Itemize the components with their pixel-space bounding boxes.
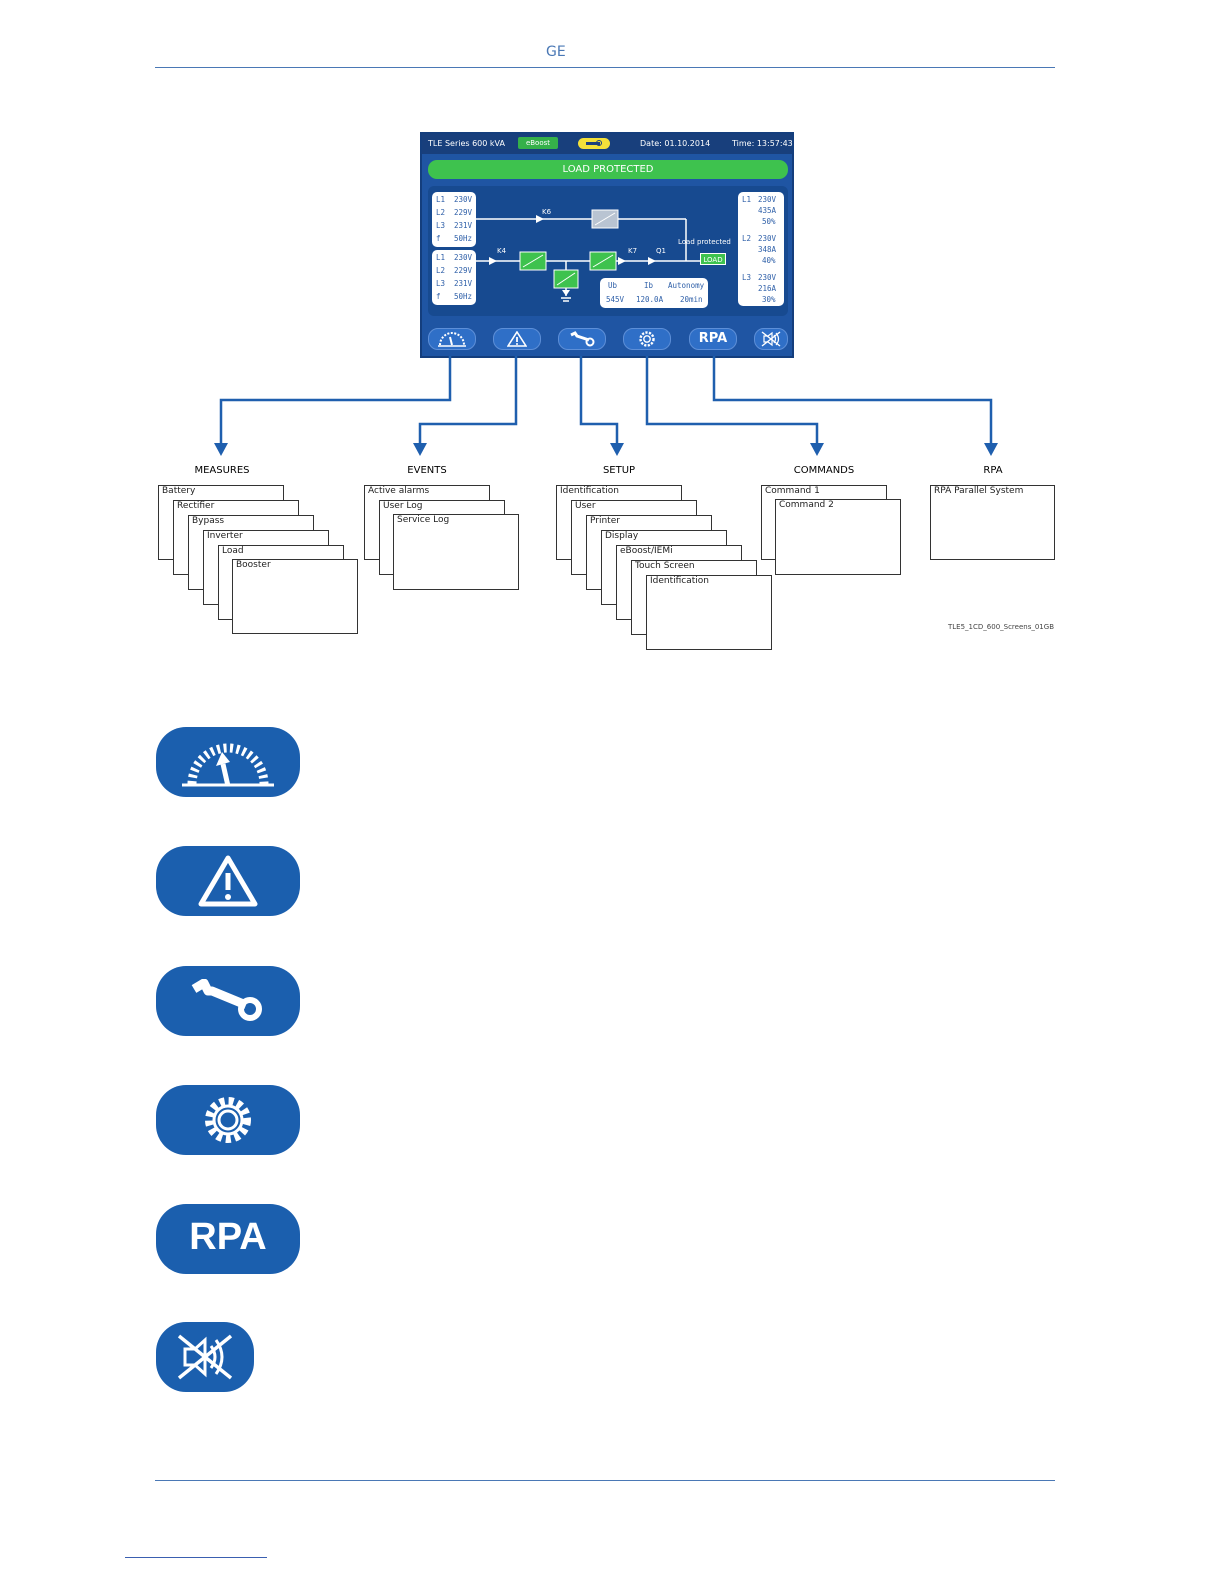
eboost-badge[interactable]: eBoost bbox=[518, 137, 558, 149]
time-label: Time: 13:57:43 bbox=[732, 139, 793, 148]
legend-rpa-button: RPA bbox=[156, 1204, 300, 1274]
load-protected-label: Load protected bbox=[678, 238, 731, 246]
wrench-icon bbox=[570, 331, 595, 347]
bypass-l2-value: 229V bbox=[454, 208, 473, 217]
events-title: EVENTS bbox=[407, 465, 447, 476]
battery-autonomy-value: 20min bbox=[680, 295, 703, 304]
battery-info-box: Ub Ib Autonomy 545V 120.0A 20min bbox=[600, 278, 708, 308]
warning-icon bbox=[198, 855, 258, 907]
bypass-l2-phase: L2 bbox=[436, 208, 446, 217]
menu-card-service-log[interactable]: Service Log bbox=[393, 514, 519, 590]
menu-card-rpa-parallel[interactable]: RPA Parallel System bbox=[930, 485, 1055, 560]
mains-l3-phase: L3 bbox=[436, 279, 446, 288]
key-icon[interactable] bbox=[578, 138, 610, 149]
legend-commands-button bbox=[156, 1085, 300, 1155]
legend-mute-button bbox=[156, 1322, 254, 1392]
mains-freq-label: f bbox=[436, 292, 441, 301]
mains-freq-value: 50Hz bbox=[454, 292, 473, 301]
rpa-button-label: RPA bbox=[698, 331, 728, 346]
menu-card-identification-2[interactable]: Identification bbox=[646, 575, 772, 650]
out-l3-phase: L3 bbox=[742, 273, 752, 282]
battery-ub-header: Ub bbox=[608, 281, 618, 290]
measures-title: MEASURES bbox=[194, 465, 250, 476]
mimic-diagram: L1 230V L2 229V L3 231V f 50Hz L1 230V L… bbox=[428, 186, 788, 316]
bypass-freq-value: 50Hz bbox=[454, 234, 473, 243]
menu-card-booster[interactable]: Booster bbox=[232, 559, 358, 634]
out-l2-load: 40% bbox=[762, 256, 776, 265]
control-panel-screen: TLE Series 600 kVA eBoost Date: 01.10.20… bbox=[420, 132, 794, 358]
footer-link-underline bbox=[125, 1557, 267, 1558]
mimic-lines bbox=[476, 209, 700, 302]
bypass-input-box: L1 230V L2 229V L3 231V f 50Hz bbox=[432, 192, 476, 247]
out-l3-current: 216A bbox=[758, 284, 777, 293]
menu-card-command-2[interactable]: Command 2 bbox=[775, 499, 901, 575]
mute-icon bbox=[177, 1334, 233, 1380]
out-l1-load: 50% bbox=[762, 217, 776, 226]
mains-l3-value: 231V bbox=[454, 279, 473, 288]
k4-label: K4 bbox=[497, 247, 507, 255]
battery-ib-value: 120.0A bbox=[636, 295, 664, 304]
mains-l2-phase: L2 bbox=[436, 266, 446, 275]
bypass-l3-value: 231V bbox=[454, 221, 473, 230]
mains-l2-value: 229V bbox=[454, 266, 473, 275]
out-l2-voltage: 230V bbox=[758, 234, 777, 243]
output-box: L1 230V 435A 50% L2 230V 348A 40% L3 230… bbox=[738, 192, 784, 306]
commands-button[interactable] bbox=[623, 328, 671, 350]
rpa-button[interactable]: RPA bbox=[689, 328, 737, 350]
model-label: TLE Series 600 kVA bbox=[428, 139, 505, 148]
legend-events-button bbox=[156, 846, 300, 916]
out-l1-voltage: 230V bbox=[758, 195, 777, 204]
out-l1-current: 435A bbox=[758, 206, 777, 215]
rpa-title: RPA bbox=[983, 465, 1003, 476]
mute-icon bbox=[761, 331, 781, 347]
battery-autonomy-header: Autonomy bbox=[668, 281, 705, 290]
mains-input-box: L1 230V L2 229V L3 231V f 50Hz bbox=[432, 250, 476, 305]
load-protected-banner: LOAD PROTECTED bbox=[428, 160, 788, 179]
out-l2-current: 348A bbox=[758, 245, 777, 254]
gear-icon bbox=[639, 331, 655, 347]
k7-label: K7 bbox=[628, 247, 638, 255]
k6-label: K6 bbox=[542, 208, 552, 216]
events-button[interactable] bbox=[493, 328, 541, 350]
header-brand: GE bbox=[546, 44, 566, 60]
q1-label: Q1 bbox=[656, 247, 666, 255]
setup-title: SETUP bbox=[602, 465, 636, 476]
bypass-freq-label: f bbox=[436, 234, 441, 243]
legend-rpa-label: RPA bbox=[189, 1216, 267, 1258]
out-l2-phase: L2 bbox=[742, 234, 752, 243]
battery-ib-header: Ib bbox=[644, 281, 654, 290]
warning-icon bbox=[507, 331, 527, 347]
battery-ub-value: 545V bbox=[606, 295, 625, 304]
figure-id: TLE5_1CD_600_Screens_01GB bbox=[948, 623, 1054, 631]
out-l3-voltage: 230V bbox=[758, 273, 777, 282]
load-button[interactable]: LOAD bbox=[700, 253, 726, 265]
mains-l1-phase: L1 bbox=[436, 253, 446, 262]
out-l1-phase: L1 bbox=[742, 195, 752, 204]
bypass-l3-phase: L3 bbox=[436, 221, 446, 230]
bypass-l1-phase: L1 bbox=[436, 195, 446, 204]
header-rule bbox=[155, 67, 1055, 68]
wrench-icon bbox=[191, 979, 262, 1021]
menu-tree-connectors bbox=[214, 356, 998, 456]
setup-button[interactable] bbox=[558, 328, 606, 350]
out-l3-load: 30% bbox=[762, 295, 776, 304]
commands-title: COMMANDS bbox=[793, 465, 855, 476]
mains-l1-value: 230V bbox=[454, 253, 473, 262]
gauge-icon bbox=[438, 332, 466, 347]
measures-button[interactable] bbox=[428, 328, 476, 350]
legend-measures-button bbox=[156, 727, 300, 797]
date-label: Date: 01.10.2014 bbox=[640, 139, 711, 148]
gear-icon bbox=[205, 1097, 251, 1143]
footer-rule bbox=[155, 1480, 1055, 1481]
mute-button[interactable] bbox=[754, 328, 788, 350]
bypass-l1-value: 230V bbox=[454, 195, 473, 204]
gauge-icon bbox=[182, 743, 274, 787]
screen-top-bar: TLE Series 600 kVA eBoost Date: 01.10.20… bbox=[422, 134, 793, 154]
legend-setup-button bbox=[156, 966, 300, 1036]
